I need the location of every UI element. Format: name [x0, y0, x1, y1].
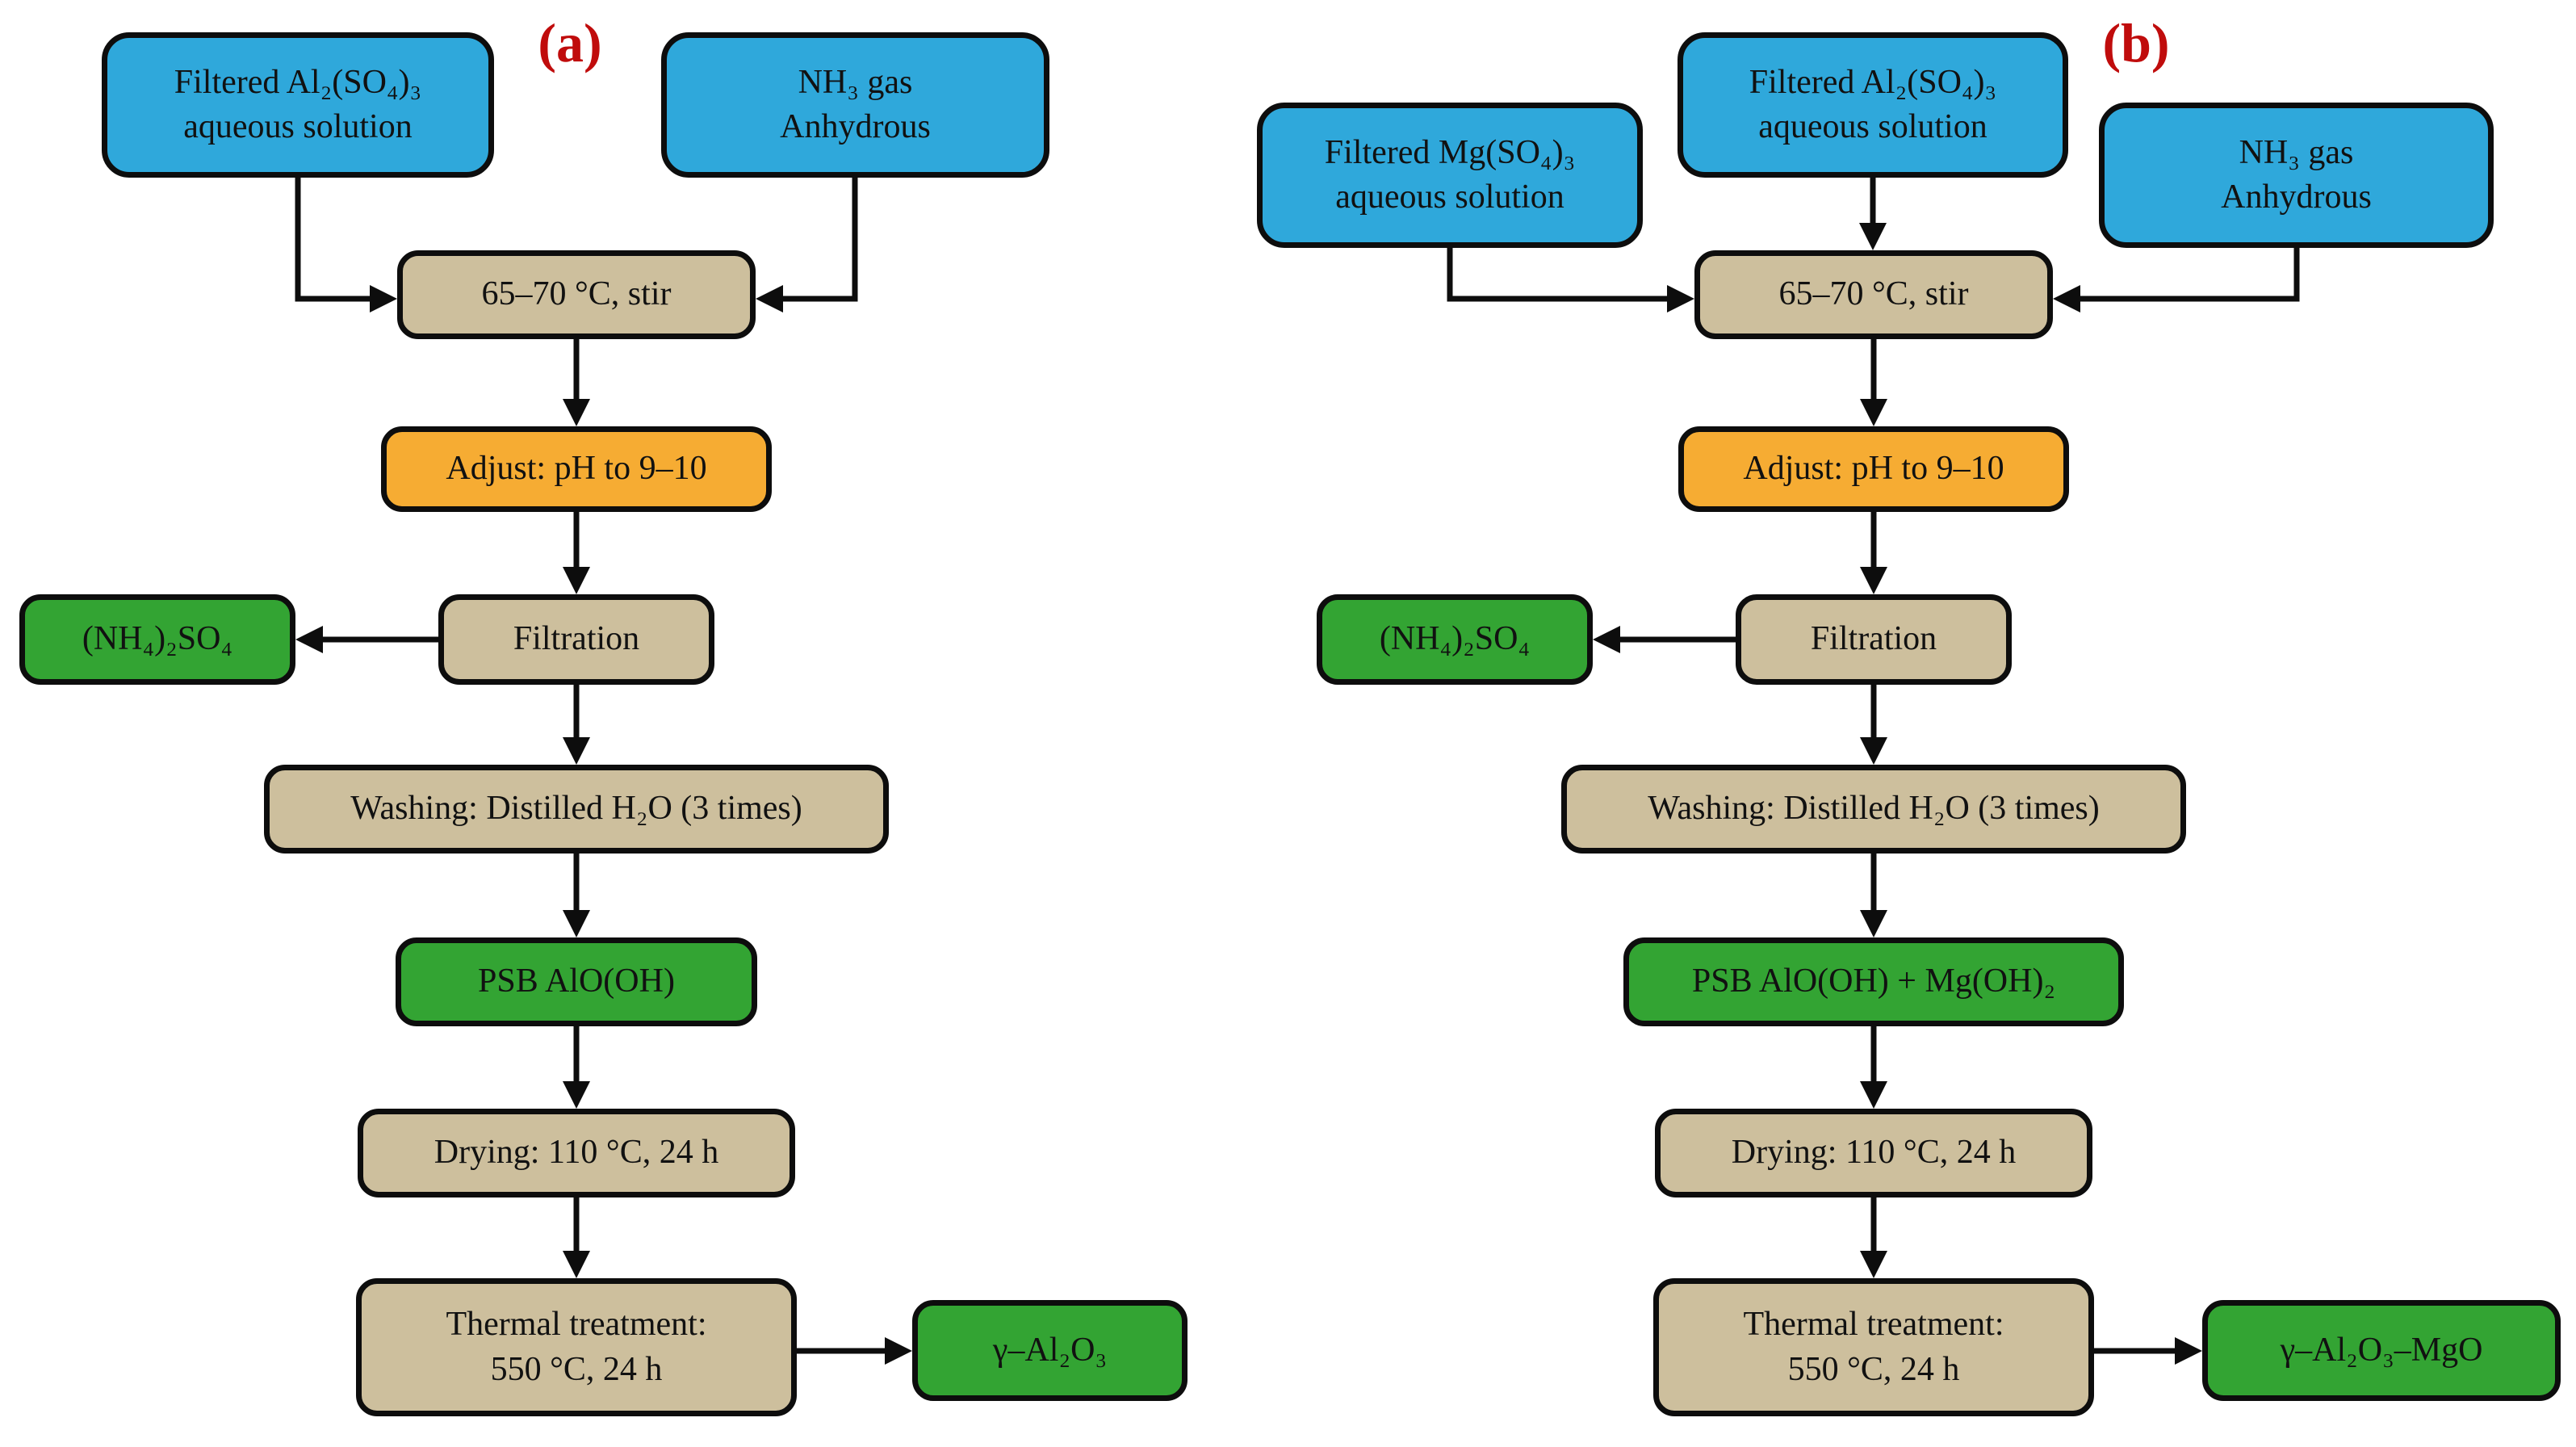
node-ammonium-sulfate-b: (NH₄)₂SO₄ — [1317, 594, 1593, 685]
arrow-b-filtration-to-washing — [1860, 685, 1887, 765]
arrow-a-adjust-to-filtration — [563, 512, 590, 594]
arrow-a-washing-to-psb — [563, 854, 590, 937]
arrow-a-drying-to-thermal — [563, 1197, 590, 1278]
node-washing-a: Washing: Distilled H₂O (3 times) — [264, 765, 889, 854]
arrow-a-thermal-to-product — [797, 1337, 912, 1365]
arrow-a-filtration-to-washing — [563, 685, 590, 765]
node-ammonium-sulfate-a: (NH₄)₂SO₄ — [19, 594, 295, 685]
arrow-a-psb-to-drying — [563, 1026, 590, 1109]
node-stir-b: 65–70 °C, stir — [1694, 250, 2053, 339]
node-psb-boehmite-mg-b: PSB AlO(OH) + Mg(OH)₂ — [1623, 937, 2124, 1026]
panel-label-b: (b) — [2102, 12, 2170, 73]
node-thermal-treatment-b: Thermal treatment: 550 °C, 24 h — [1653, 1278, 2094, 1416]
node-mg-sulfate-solution-b: Filtered Mg(SO₄)₃ aqueous solution — [1257, 103, 1643, 248]
arrow-b-stir-to-adjust — [1860, 339, 1887, 426]
arrow-b-filtration-to-ammonium-sulfate — [1593, 626, 1736, 653]
node-drying-b: Drying: 110 °C, 24 h — [1655, 1109, 2092, 1197]
arrow-a-stir-to-adjust — [563, 339, 590, 426]
arrow-a-filtration-to-ammonium-sulfate — [295, 626, 438, 653]
arrow-b-thermal-to-product — [2094, 1337, 2202, 1365]
arrow-b-adjust-to-filtration — [1860, 512, 1887, 594]
node-adjust-ph-a: Adjust: pH to 9–10 — [381, 426, 772, 512]
arrow-b-drying-to-thermal — [1860, 1197, 1887, 1278]
node-psb-boehmite-a: PSB AlO(OH) — [396, 937, 757, 1026]
node-filtration-a: Filtration — [438, 594, 714, 685]
node-drying-a: Drying: 110 °C, 24 h — [358, 1109, 795, 1197]
node-nh3-gas-b: NH₃ gas Anhydrous — [2099, 103, 2494, 248]
node-filtration-b: Filtration — [1736, 594, 2012, 685]
node-gamma-alumina-mgo-b: γ–Al₂O₃–MgO — [2202, 1300, 2561, 1401]
panel-label-a: (a) — [538, 12, 602, 73]
node-adjust-ph-b: Adjust: pH to 9–10 — [1678, 426, 2069, 512]
arrow-a-al-solution-to-stir — [295, 178, 397, 312]
arrow-a-nh3-to-stir — [756, 178, 858, 312]
node-nh3-gas-a: NH₃ gas Anhydrous — [661, 32, 1049, 178]
arrow-b-nh3-to-stir — [2053, 248, 2300, 312]
arrow-b-psb-to-drying — [1860, 1026, 1887, 1109]
node-stir-a: 65–70 °C, stir — [397, 250, 756, 339]
node-gamma-alumina-a: γ–Al₂O₃ — [912, 1300, 1187, 1401]
node-thermal-treatment-a: Thermal treatment: 550 °C, 24 h — [356, 1278, 797, 1416]
node-washing-b: Washing: Distilled H₂O (3 times) — [1561, 765, 2186, 854]
node-al-sulfate-solution-a: Filtered Al₂(SO₄)₃ aqueous solution — [102, 32, 494, 178]
arrow-b-al-solution-to-stir — [1859, 178, 1887, 250]
arrow-b-mg-solution-to-stir — [1447, 248, 1694, 312]
node-al-sulfate-solution-b: Filtered Al₂(SO₄)₃ aqueous solution — [1678, 32, 2068, 178]
arrow-b-washing-to-psb — [1860, 854, 1887, 937]
